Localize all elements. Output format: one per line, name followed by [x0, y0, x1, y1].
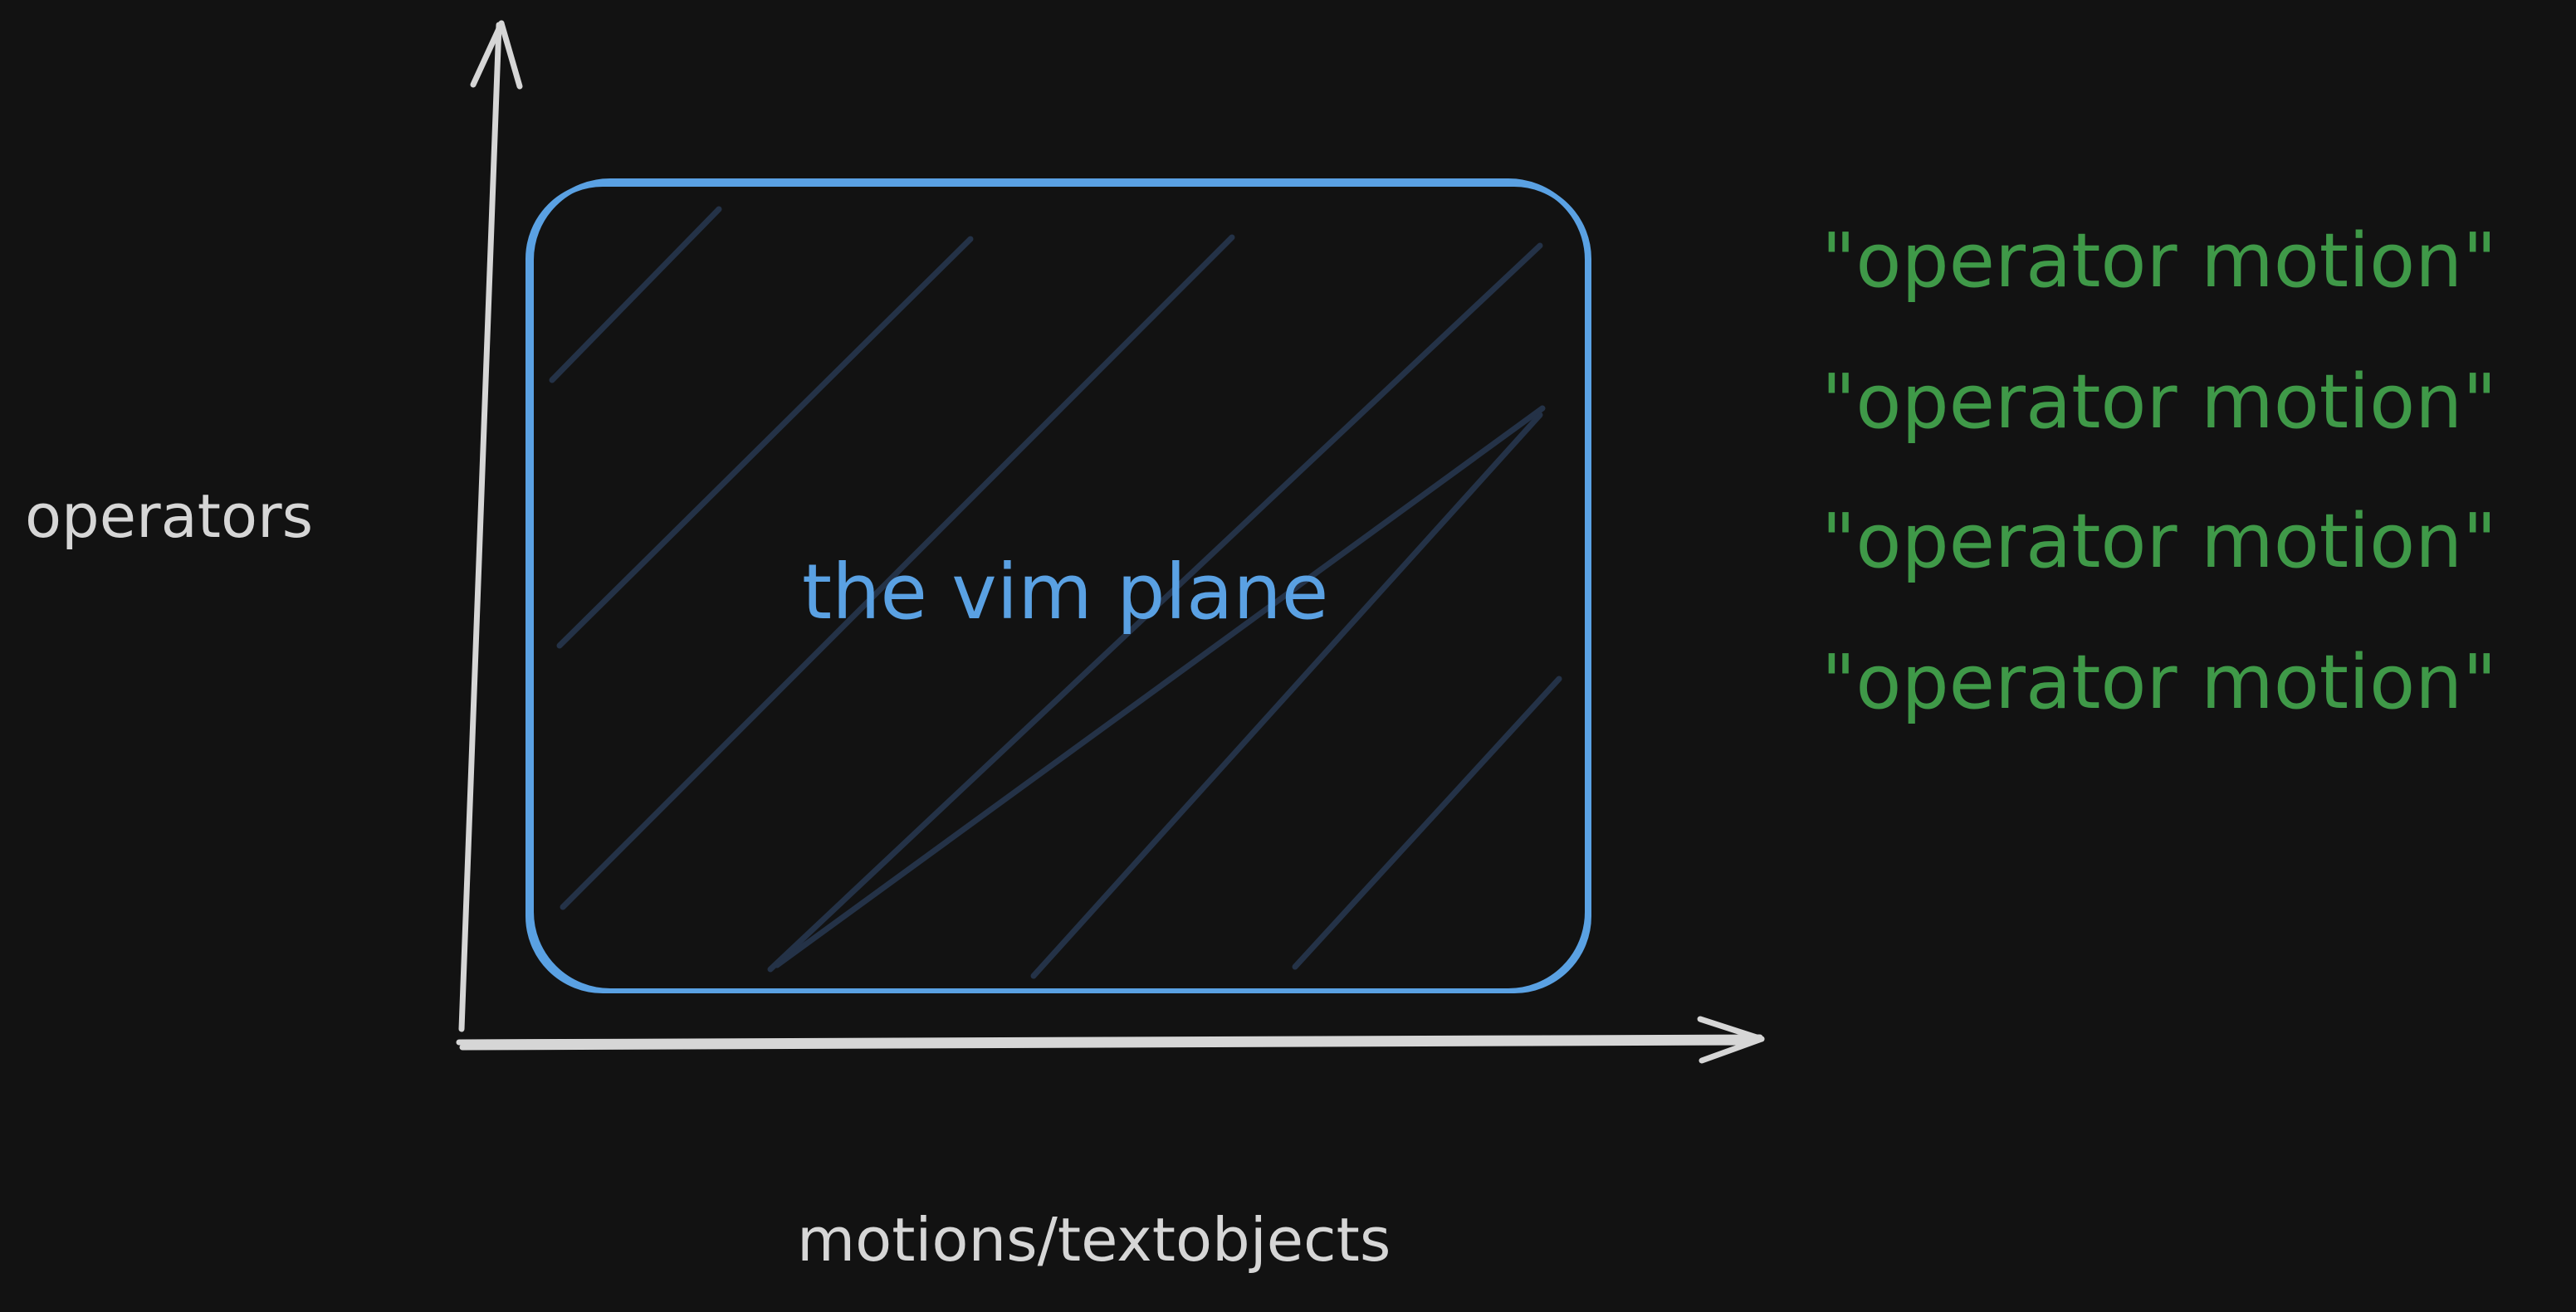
vim-plane-border	[525, 178, 1591, 993]
operator-motion-text: "operator motion"	[1821, 358, 2497, 446]
plane-label: the vim plane	[802, 548, 1329, 636]
x-axis-label: motions/textobjects	[797, 1205, 1391, 1275]
y-axis-label: operators	[25, 481, 314, 551]
plane-hatching	[549, 206, 1562, 979]
y-axis	[458, 20, 523, 1032]
x-axis	[456, 1016, 1765, 1064]
operator-motion-text: "operator motion"	[1821, 217, 2497, 305]
operator-motion-text: "operator motion"	[1821, 498, 2497, 585]
operator-motion-text: "operator motion"	[1821, 639, 2497, 726]
